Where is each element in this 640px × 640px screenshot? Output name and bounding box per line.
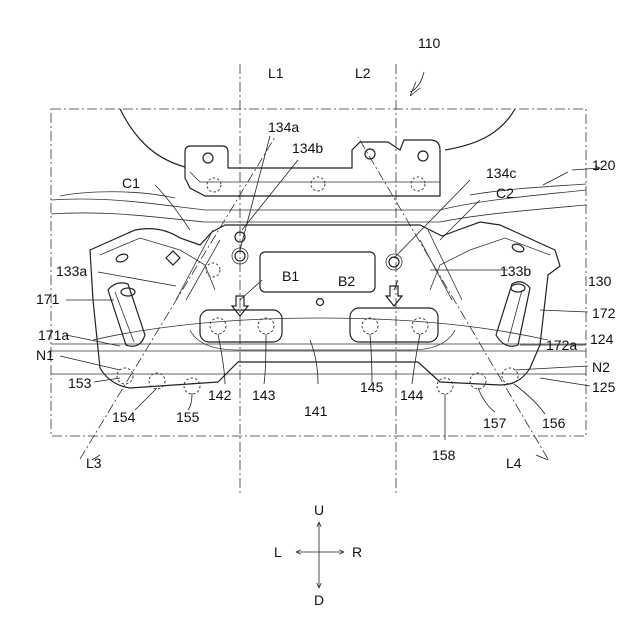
label-124: 124	[590, 331, 614, 347]
label-158: 158	[432, 447, 456, 463]
compass-right-label: R	[352, 544, 362, 560]
label-c1: C1	[122, 175, 140, 191]
label-153: 153	[68, 375, 92, 391]
label-172: 172	[592, 305, 616, 321]
label-l1: L1	[268, 65, 284, 81]
label-b2: B2	[338, 273, 355, 289]
label-134c: 134c	[486, 165, 516, 181]
label-154: 154	[112, 409, 136, 425]
label-155: 155	[176, 409, 200, 425]
label-b1: B1	[282, 268, 299, 284]
label-125: 125	[592, 379, 616, 395]
side-mount-172	[496, 282, 530, 347]
label-130: 130	[588, 273, 612, 289]
label-145: 145	[360, 379, 384, 395]
label-134b: 134b	[292, 140, 323, 156]
label-144: 144	[400, 387, 424, 403]
label-133a: 133a	[56, 263, 87, 279]
label-l4: L4	[506, 455, 522, 471]
compass-up-label: U	[314, 502, 324, 518]
label-142: 142	[208, 387, 232, 403]
label-157: 157	[483, 415, 507, 431]
main-bracket-130	[90, 222, 560, 388]
label-l3: L3	[86, 455, 102, 471]
label-171a: 171a	[38, 327, 69, 343]
label-172a: 172a	[546, 337, 577, 353]
label-120: 120	[592, 157, 616, 173]
direction-compass	[296, 522, 344, 588]
label-141: 141	[304, 403, 328, 419]
label-133b: 133b	[500, 263, 531, 279]
label-156: 156	[542, 415, 566, 431]
label-c2: C2	[496, 185, 514, 201]
label-110: 110	[418, 35, 441, 51]
compass-down-label: D	[314, 592, 324, 608]
label-171: 171	[36, 291, 60, 307]
side-mount-171	[108, 283, 145, 346]
label-n2: N2	[592, 359, 610, 375]
label-n1: N1	[36, 347, 54, 363]
label-134a: 134a	[268, 119, 299, 135]
compass-left-label: L	[274, 544, 282, 560]
label-143: 143	[252, 387, 276, 403]
label-l2: L2	[355, 65, 371, 81]
